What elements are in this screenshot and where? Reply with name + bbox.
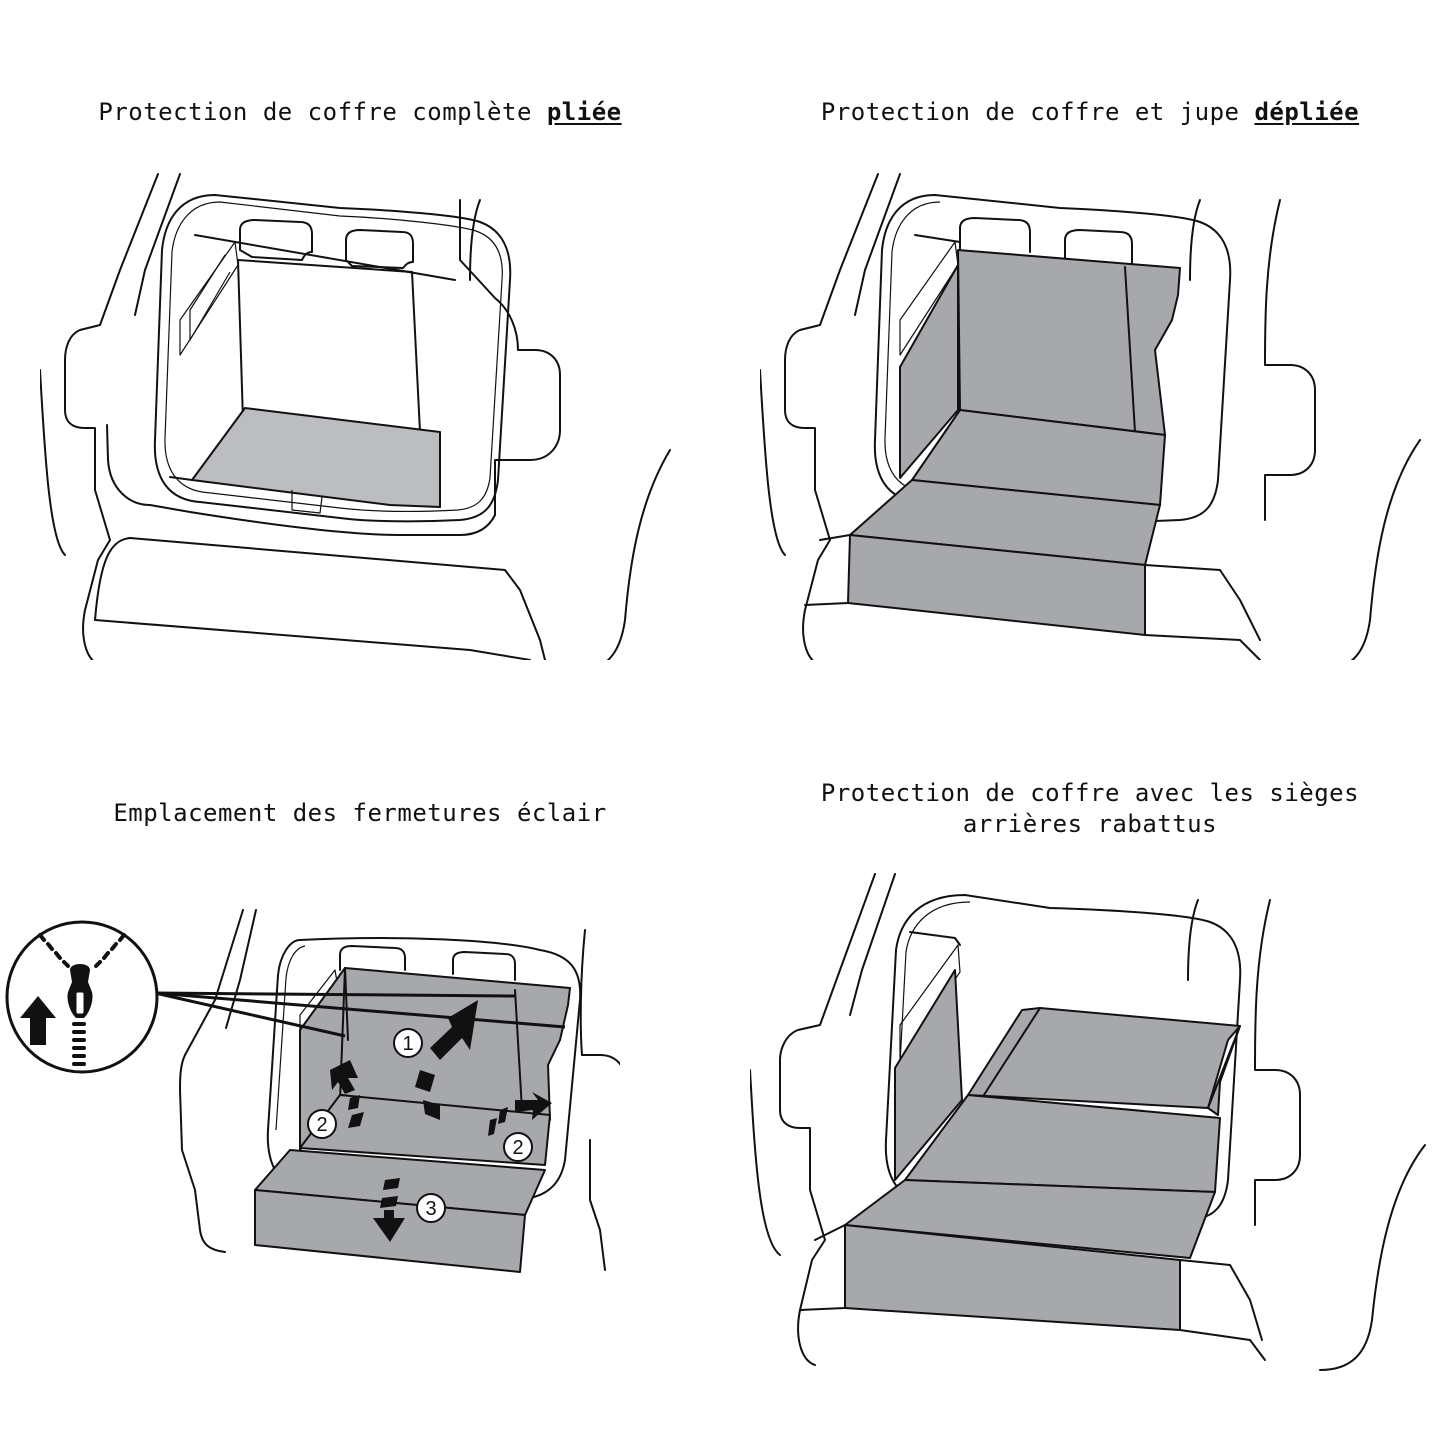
car-trunk-zippers-drawing: 1 2 2 3: [5, 909, 620, 1273]
marker-2-left: 2: [307, 1109, 337, 1139]
arrow-2-right: [488, 1092, 552, 1136]
marker-3: 3: [416, 1193, 446, 1223]
illustration-unfolded: [760, 160, 1430, 660]
svg-text:1: 1: [402, 1033, 413, 1055]
caption-unfolded-emphasis: dépliée: [1254, 98, 1360, 126]
caption-seats-folded: Protection de coffre avec les sièges arr…: [820, 779, 1360, 838]
caption-unfolded: Protection de coffre et jupe dépliée: [770, 66, 1410, 128]
illustration-seats-folded: [750, 860, 1440, 1380]
skirt-top: [844, 1179, 1216, 1259]
side-panel-left: [894, 969, 963, 1181]
marker-1: 1: [393, 1028, 423, 1058]
illustration-zippers: 1 2 2 3: [0, 900, 620, 1300]
arrow-1-up-right: [415, 1000, 478, 1120]
caption-zippers: Emplacement des fermetures éclair: [113, 799, 607, 827]
arrow-3-down: [373, 1178, 405, 1242]
caption-folded-text: Protection de coffre complète: [98, 98, 547, 126]
marker-2-right: 2: [503, 1132, 533, 1162]
caption-folded-emphasis: pliée: [546, 98, 622, 126]
car-trunk-unfolded-drawing: [760, 173, 1421, 660]
zipper-inset: [5, 920, 159, 1074]
caption-folded: Protection de coffre complète pliée: [40, 66, 680, 128]
zipper-pull-up-icon: [20, 933, 126, 1066]
svg-text:3: 3: [425, 1198, 436, 1220]
caption-unfolded-text: Protection de coffre et jupe: [820, 98, 1255, 126]
floor-mat-folded: [191, 407, 441, 508]
svg-text:2: 2: [512, 1137, 523, 1159]
car-trunk-seats-folded-drawing: [750, 873, 1426, 1371]
car-trunk-folded-drawing: [40, 173, 671, 660]
svg-text:2: 2: [316, 1114, 327, 1136]
side-panel-left: [899, 264, 959, 479]
illustration-folded: [40, 160, 710, 660]
back-panel: [957, 249, 1181, 436]
arrow-2-left-up: [330, 1060, 364, 1128]
